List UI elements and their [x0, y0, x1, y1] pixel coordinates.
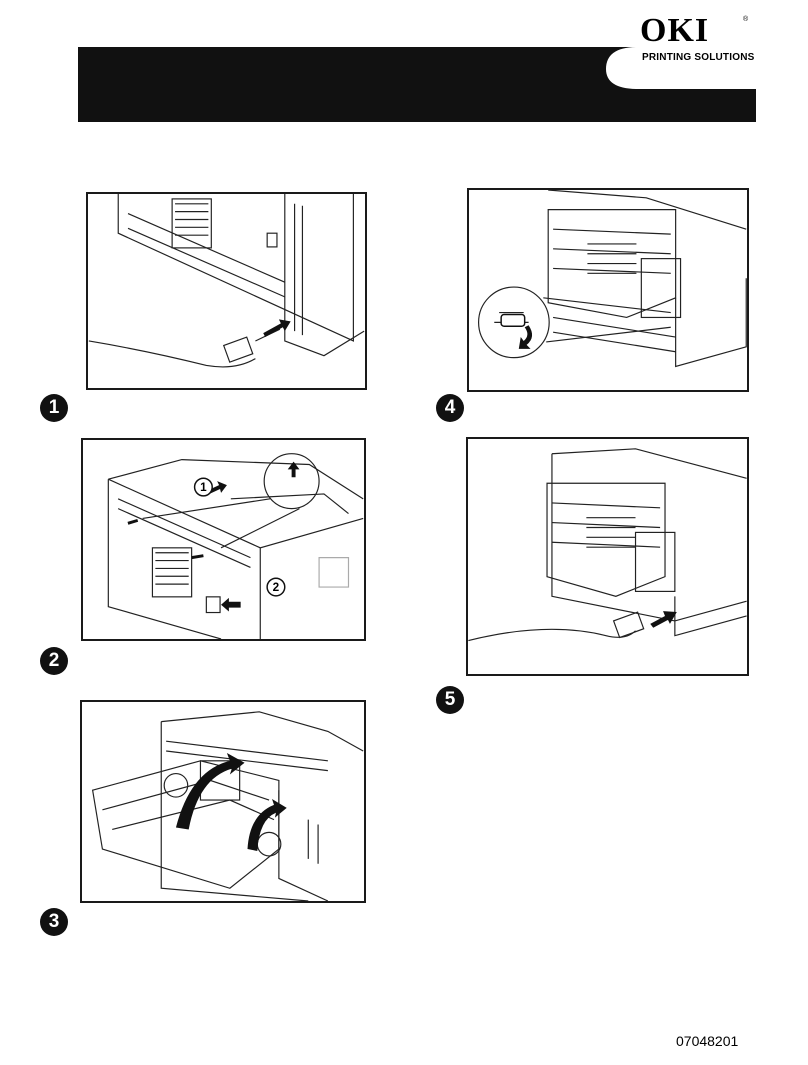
step-2-illustration: 1 2: [81, 438, 366, 641]
duplex-unit-insert-icon: [82, 702, 364, 901]
step-4-illustration: [467, 188, 749, 392]
step-1-illustration: [86, 192, 367, 390]
logo-tagline: PRINTING SOLUTIONS: [642, 53, 755, 63]
sub-marker-2: 2: [273, 581, 280, 594]
sub-marker-1: 1: [200, 481, 207, 494]
step-5-badge: 5: [436, 686, 464, 714]
power-cable-unplug-icon: [88, 194, 365, 388]
step-4-badge: 4: [436, 394, 464, 422]
step-2-badge: 2: [40, 647, 68, 675]
step-3-illustration: [80, 700, 366, 903]
oki-logo: OKI: [640, 14, 709, 48]
power-cable-plug-icon: [468, 439, 747, 674]
document-number: 07048201: [676, 1034, 738, 1048]
step-5-illustration: [466, 437, 749, 676]
registered-mark: ®: [743, 16, 748, 23]
thumbscrew-tighten-icon: [469, 190, 747, 390]
step-1-badge: 1: [40, 394, 68, 422]
step-3-badge: 3: [40, 908, 68, 936]
